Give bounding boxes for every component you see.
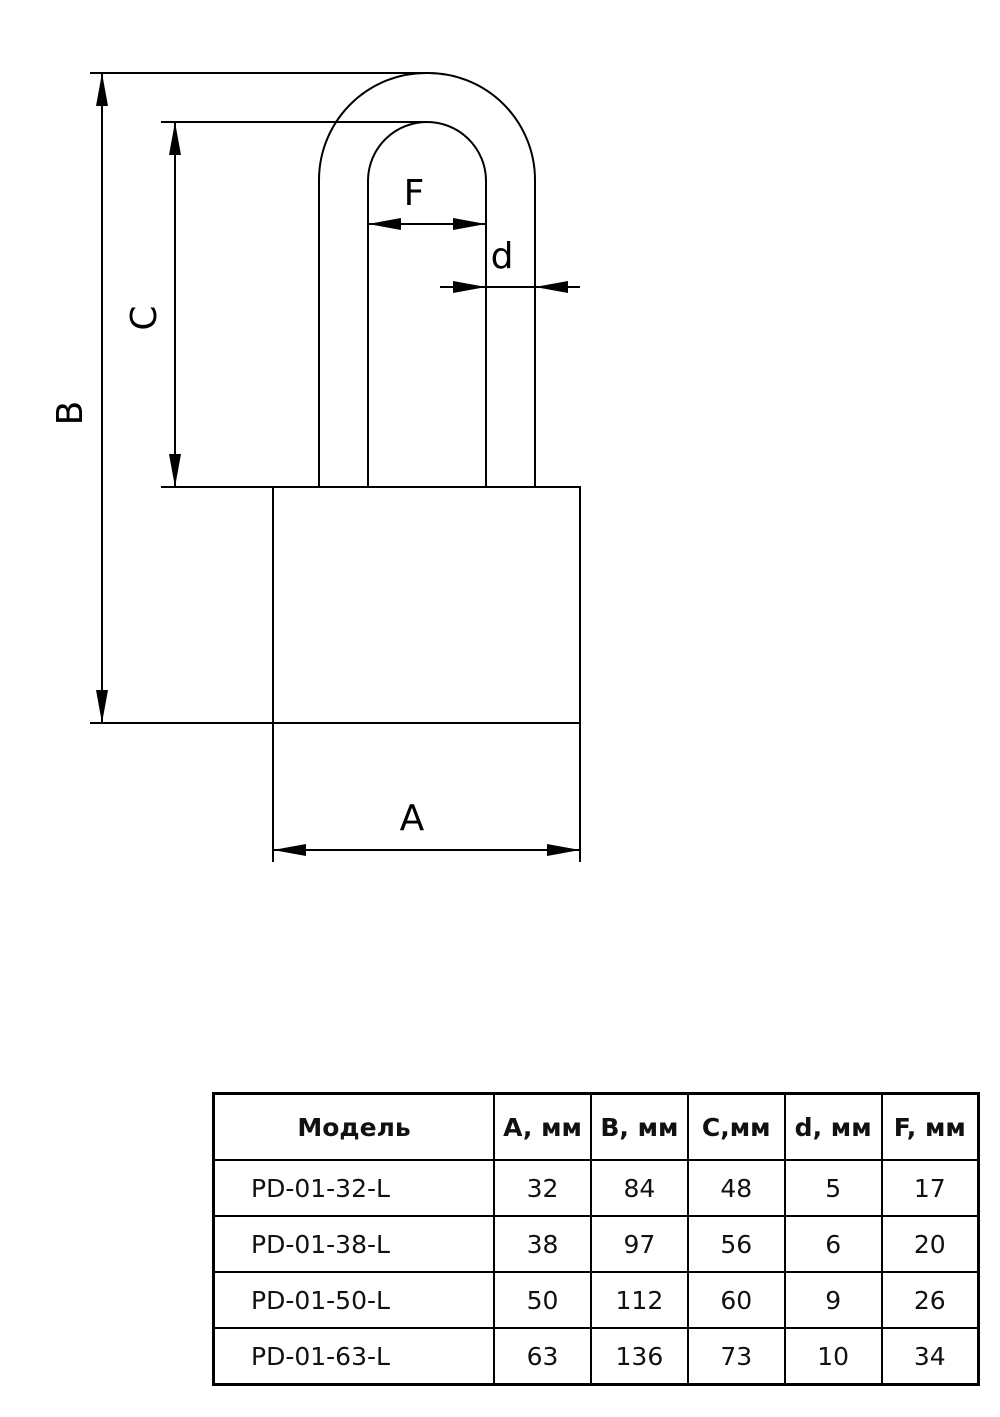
cell-b: 97 bbox=[589, 1215, 689, 1273]
cell-c: 48 bbox=[686, 1159, 786, 1217]
cell-a: 32 bbox=[493, 1159, 592, 1217]
header-c: C,мм bbox=[686, 1092, 786, 1161]
header-a: A, мм bbox=[493, 1092, 592, 1161]
lock-body bbox=[272, 486, 581, 724]
arrow-c-bottom bbox=[169, 454, 181, 487]
cell-d: 10 bbox=[783, 1327, 883, 1386]
cell-f: 34 bbox=[880, 1327, 980, 1386]
header-f: F, мм bbox=[880, 1092, 980, 1161]
arrow-d-left bbox=[453, 281, 486, 293]
cell-f: 20 bbox=[880, 1215, 980, 1273]
label-d: d bbox=[491, 236, 514, 277]
cell-f: 26 bbox=[880, 1271, 980, 1329]
table-row: PD-01-32-L 32 84 48 5 17 bbox=[212, 1159, 980, 1217]
arrow-f-left bbox=[368, 218, 401, 230]
cell-b: 136 bbox=[589, 1327, 689, 1386]
shackle-inner bbox=[367, 120, 487, 487]
label-f: F bbox=[404, 173, 425, 214]
arrow-a-right bbox=[547, 844, 580, 856]
header-model: Модель bbox=[212, 1092, 496, 1161]
table-row: PD-01-63-L 63 136 73 10 34 bbox=[212, 1327, 980, 1386]
cell-model: PD-01-38-L bbox=[212, 1215, 496, 1273]
label-b: B bbox=[50, 401, 91, 426]
cell-c: 60 bbox=[686, 1271, 786, 1329]
header-d: d, мм bbox=[783, 1092, 883, 1161]
header-b: B, мм bbox=[589, 1092, 689, 1161]
cell-d: 6 bbox=[783, 1215, 883, 1273]
table-row: PD-01-38-L 38 97 56 6 20 bbox=[212, 1215, 980, 1273]
arrow-c-top bbox=[169, 122, 181, 155]
arrow-b-bottom bbox=[96, 690, 108, 723]
cell-b: 112 bbox=[589, 1271, 689, 1329]
arrow-f-right bbox=[453, 218, 486, 230]
label-c: C bbox=[124, 305, 165, 330]
shackle-outer bbox=[318, 71, 536, 487]
arrow-b-top bbox=[96, 73, 108, 106]
cell-a: 63 bbox=[493, 1327, 592, 1386]
cell-a: 38 bbox=[493, 1215, 592, 1273]
cell-f: 17 bbox=[880, 1159, 980, 1217]
label-a: A bbox=[400, 798, 425, 839]
table-header-row: Модель A, мм B, мм C,мм d, мм F, мм bbox=[212, 1092, 980, 1161]
arrow-d-right bbox=[535, 281, 568, 293]
cell-d: 5 bbox=[783, 1159, 883, 1217]
arrow-a-left bbox=[273, 844, 306, 856]
cell-model: PD-01-50-L bbox=[212, 1271, 496, 1329]
cell-d: 9 bbox=[783, 1271, 883, 1329]
cell-b: 84 bbox=[589, 1159, 689, 1217]
specifications-table: Модель A, мм B, мм C,мм d, мм F, мм PD-0… bbox=[212, 1092, 980, 1386]
cell-c: 73 bbox=[686, 1327, 786, 1386]
cell-a: 50 bbox=[493, 1271, 592, 1329]
cell-model: PD-01-63-L bbox=[212, 1327, 496, 1386]
padlock-dimension-drawing: A F d C B bbox=[50, 71, 581, 862]
cell-c: 56 bbox=[686, 1215, 786, 1273]
table-row: PD-01-50-L 50 112 60 9 26 bbox=[212, 1271, 980, 1329]
cell-model: PD-01-32-L bbox=[212, 1159, 496, 1217]
